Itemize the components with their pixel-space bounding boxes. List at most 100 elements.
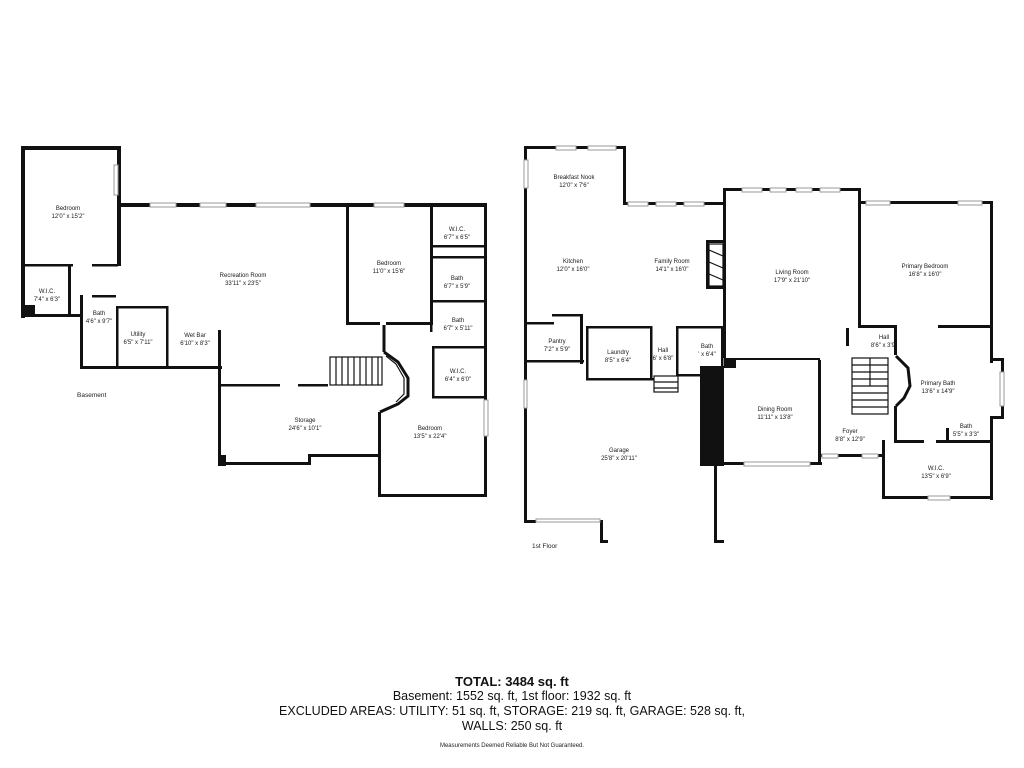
room-name: Living Room [775, 270, 809, 276]
walls-area: WALLS: 250 sq. ft [461, 719, 563, 733]
room-name: Kitchen [562, 259, 583, 265]
room-label-primary-bedroom: Primary Bedroom 16'8" x 16'0" [902, 263, 949, 279]
room-dims: 33'11" x 23'5" [225, 281, 261, 287]
room-name: Pantry [548, 339, 566, 345]
basement-stair-curve [379, 325, 410, 414]
first-floor-windows [523, 145, 1005, 523]
room-label-garage: Garage 25'8" x 20'11" [601, 447, 637, 463]
room-dims: 8'5" x 6'4" [604, 358, 632, 364]
room-name: Bedroom [55, 206, 81, 212]
room-dims: 11'11" x 13'8" [757, 415, 793, 421]
room-label-basement-recreation-room: Recreation Room 33'11" x 23'5" [220, 272, 267, 288]
room-label-dining-room: Dining Room 11'11" x 13'8" [757, 406, 792, 422]
room-label-basement-wic-2: W.I.C. 6'7" x 6'5" [444, 226, 470, 242]
room-name: W.I.C. [38, 289, 56, 295]
room-dims: 13'5" x 22'4" [413, 434, 447, 440]
room-label-basement-bath-3: Bath 6'7" x 5'11" [443, 317, 472, 333]
area-summary: TOTAL: 3484 sq. ft Basement: 1552 sq. ft… [0, 674, 1024, 734]
room-label-foyer: Foyer 8'8" x 12'9" [835, 428, 865, 444]
room-name: Utility [130, 332, 146, 338]
floor-label-basement: Basement [77, 392, 107, 399]
room-dims: 6' x 6'8" [652, 356, 674, 362]
room-name: Garage [608, 448, 629, 454]
room-dims: 4'6" x 9'7" [85, 319, 113, 325]
room-label-laundry: Laundry 8'5" x 6'4" [605, 349, 631, 365]
room-label-basement-bedroom-3: Bedroom 13'5" x 22'4" [414, 425, 447, 441]
room-name: Bedroom [417, 426, 443, 432]
room-name: Hall [657, 348, 669, 354]
room-label-bath-primary-wc: Bath 5'5" x 3'3" [953, 423, 979, 439]
room-name: Dining Room [757, 407, 793, 413]
disclaimer: Measurements Deemed Reliable But Not Gua… [439, 743, 585, 749]
room-label-breakfast-nook: Breakfast Nook 12'0" x 7'6" [553, 174, 594, 190]
room-label-family-room: Family Room 14'1" x 16'0" [654, 258, 689, 274]
room-name: Storage [294, 418, 316, 424]
room-dims: 13'5" x 6'9" [921, 474, 951, 480]
room-dims: 7'2" x 5'9" [543, 347, 571, 353]
floor-label-1st-floor: 1st Floor [532, 543, 558, 550]
room-dims: 12'0" x 16'0" [556, 267, 590, 273]
room-name: Recreation Room [219, 273, 267, 279]
room-label-hall-1: Hall 6' x 6'8" [653, 347, 674, 363]
room-dims: 8'8" x 12'9" [835, 437, 865, 443]
room-dims: 6'7" x 6'5" [443, 235, 471, 241]
room-name: W.I.C. [448, 227, 466, 233]
room-label-basement-bath-2: Bath 6'7" x 5'9" [444, 275, 470, 291]
room-name: Foyer [842, 429, 858, 435]
basement-windows [113, 164, 489, 437]
room-dims: 6'4" x 6'0" [444, 377, 472, 383]
room-name: Bath [92, 311, 106, 317]
basement-stairs [329, 356, 383, 386]
room-label-basement-storage: Storage 24'6" x 10'1" [289, 417, 322, 433]
room-name: Laundry [607, 350, 629, 356]
room-name: Breakfast Nook [553, 175, 595, 181]
room-name: Family Room [654, 259, 690, 265]
room-label-living-room: Living Room 17'9" x 21'10" [774, 269, 810, 285]
room-dims: 6'10" x 8'3" [180, 341, 210, 347]
room-name: Wet Bar [184, 333, 206, 339]
room-dims: 12'0" x 15'2" [51, 214, 85, 220]
room-label-kitchen: Kitchen 12'0" x 16'0" [557, 258, 590, 274]
room-label-bath-1st-floor: Bath ' x 6'4" [698, 343, 715, 359]
first-floor-stair-curve [894, 354, 912, 408]
room-dims: 12'0" x 7'6" [559, 183, 589, 189]
room-dims: 17'9" x 21'10" [773, 278, 811, 284]
excluded-areas: EXCLUDED AREAS: UTILITY: 51 sq. ft, STOR… [279, 704, 745, 718]
room-dims: 5'5" x 3'3" [952, 432, 980, 438]
room-dims: 11'0" x 15'6" [372, 269, 406, 275]
room-label-wic-1st-floor: W.I.C. 13'5" x 6'9" [921, 465, 951, 481]
room-label-primary-bath: Primary Bath 13'6" x 14'9" [921, 380, 956, 396]
room-name: Bath [959, 424, 973, 430]
room-dims: 6'7" x 5'11" [443, 326, 473, 332]
room-label-basement-bedroom-2: Bedroom 11'0" x 15'6" [373, 260, 405, 276]
room-label-basement-bath-1: Bath 4'6" x 9'7" [86, 310, 112, 326]
room-label-basement-wic-1: W.I.C. 7'4" x 6'3" [34, 288, 60, 304]
room-dims: 7'4" x 6'3" [33, 297, 61, 303]
room-name: Bath [450, 276, 464, 282]
room-name: Primary Bath [920, 381, 956, 387]
room-dims: 16'8" x 16'0" [908, 272, 942, 278]
room-name: Primary Bedroom [901, 264, 949, 270]
total-area: TOTAL: 3484 sq. ft [455, 674, 569, 689]
room-label-hall-2: Hall 8'6" x 3'9" [871, 334, 897, 350]
first-floor-walls [524, 146, 1004, 543]
floor-area-breakdown: Basement: 1552 sq. ft, 1st floor: 1932 s… [392, 689, 632, 703]
room-name: Bedroom [376, 261, 402, 267]
room-dims: ' x 6'4" [698, 352, 716, 358]
room-label-basement-utility: Utility 6'5" x 7'11" [123, 331, 152, 347]
first-floor-stairs [653, 357, 889, 415]
room-name: W.I.C. [449, 369, 467, 375]
first-floor-fireplace [708, 243, 724, 287]
room-dims: 13'6" x 14'9" [921, 389, 955, 395]
room-dims: 24'6" x 10'1" [288, 426, 322, 432]
room-label-basement-wet-bar: Wet Bar 6'10" x 8'3" [180, 332, 210, 348]
room-dims: 8'6" x 3'9" [870, 343, 898, 349]
room-name: W.I.C. [927, 466, 945, 472]
room-dims: 6'5" x 7'11" [123, 340, 153, 346]
room-name: Bath [700, 344, 714, 350]
room-dims: 6'7" x 5'9" [443, 284, 471, 290]
room-dims: 25'8" x 20'11" [601, 456, 637, 462]
room-label-basement-bedroom-1: Bedroom 12'0" x 15'2" [52, 205, 85, 221]
room-name: Hall [878, 335, 890, 341]
